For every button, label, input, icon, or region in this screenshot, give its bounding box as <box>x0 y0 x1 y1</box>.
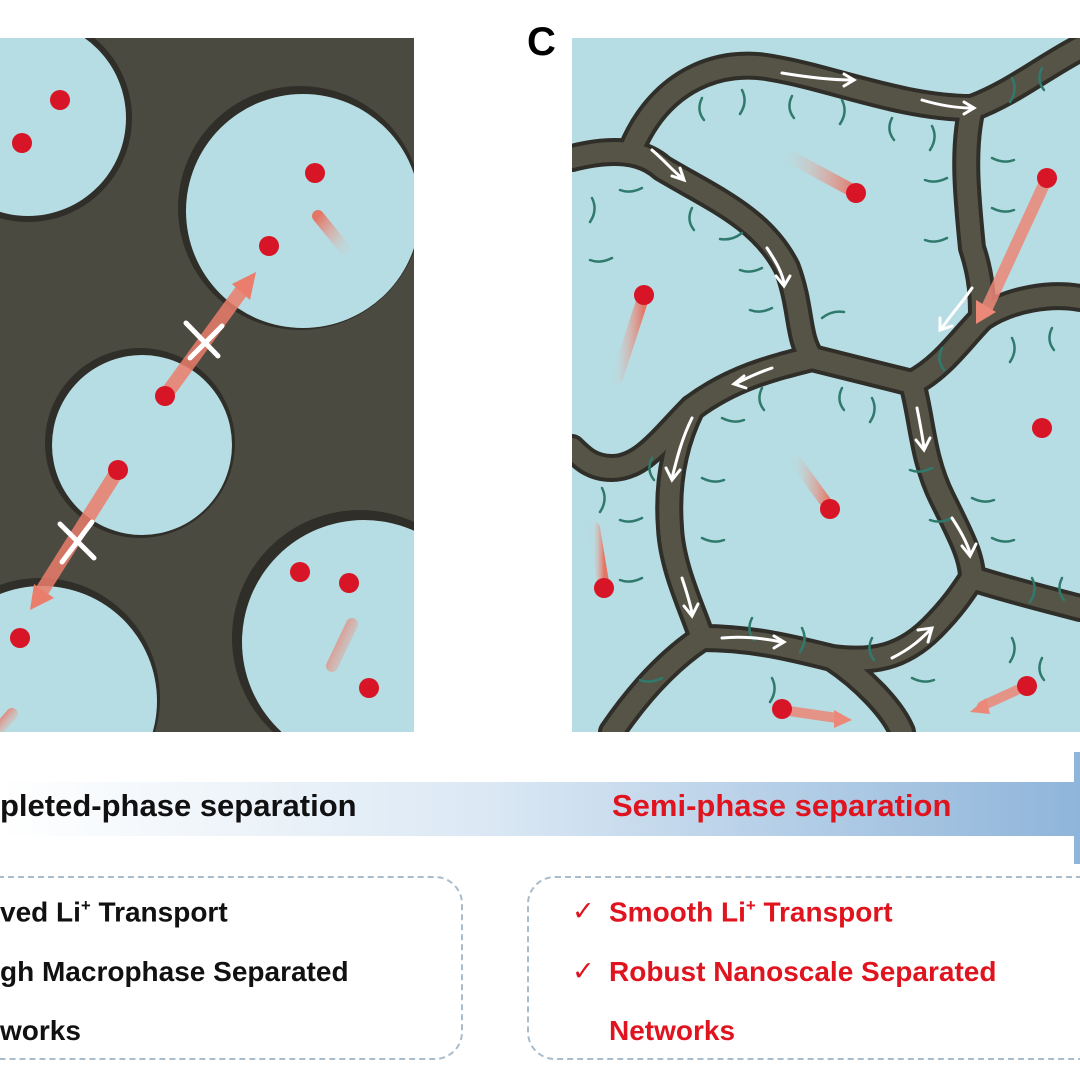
macrophase-panel <box>0 38 414 732</box>
semi-phase-label: Semi-phase separation <box>612 788 952 823</box>
semiphase-illustration <box>572 38 1080 732</box>
ion-trails <box>0 210 358 732</box>
pores <box>0 38 414 732</box>
left-feature-3: works <box>0 1015 81 1046</box>
li-ions <box>10 90 379 698</box>
right-feature-3: Networks <box>609 1015 736 1046</box>
macrophase-illustration <box>0 38 414 732</box>
left-feature-1: ved Li+ Transport <box>0 896 228 928</box>
nanophase-features-box <box>527 876 1080 1060</box>
completed-phase-label: pleted-phase separation <box>0 788 357 823</box>
macrophase-features-box <box>0 876 463 1060</box>
panel-label: C <box>527 20 556 64</box>
semiphase-panel <box>572 38 1080 732</box>
pendant-chains <box>588 66 1066 704</box>
transport-arrows <box>650 71 978 660</box>
right-feature-1: Smooth Li+ Transport <box>609 896 893 928</box>
ion-trails <box>588 151 1053 728</box>
check-icon: ✓ <box>572 956 595 987</box>
right-feature-2: Robust Nanoscale Separated <box>609 956 997 987</box>
blocked-cross-marks <box>57 320 225 565</box>
phase-separation-arrow <box>0 752 1080 864</box>
li-ions <box>594 168 1057 719</box>
check-icon: ✓ <box>572 896 595 927</box>
left-feature-2: gh Macrophase Separated <box>0 956 349 987</box>
